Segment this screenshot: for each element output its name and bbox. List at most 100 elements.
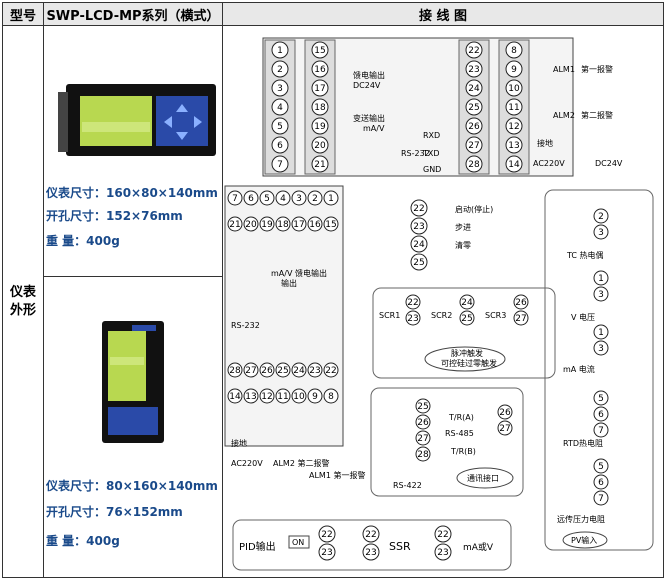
model-a-cutout: 开孔尺寸：152×76mm xyxy=(46,209,183,223)
terminal-13 xyxy=(243,388,259,404)
header-model: SWP-LCD-MP系列（横式） xyxy=(43,2,223,26)
terminal-28 xyxy=(465,155,483,173)
terminal-6 xyxy=(593,406,609,422)
terminal-number: 22 xyxy=(365,530,376,540)
v-feed-out-label: mA/V 馈电输出 xyxy=(271,268,327,278)
terminal-number: 23 xyxy=(437,548,448,558)
terminal-23 xyxy=(434,543,452,561)
terminal-number: 22 xyxy=(468,46,479,56)
terminal-26 xyxy=(497,404,513,420)
terminal-number: 4 xyxy=(280,194,286,204)
terminal-23 xyxy=(362,543,380,561)
terminal-number: 20 xyxy=(245,220,257,230)
alm2-second-label: ALM2 第二报警 xyxy=(273,458,329,468)
terminal-number: 5 xyxy=(598,394,604,404)
terminal-number: 14 xyxy=(508,160,520,170)
side-label-line2: 外形 xyxy=(9,302,36,318)
model-b-size: 仪表尺寸：80×160×140mm xyxy=(46,479,218,493)
terminal-19 xyxy=(259,216,275,232)
model-a-cell: 仪表尺寸：160×80×140mm 开孔尺寸：152×76mm 重 量：400g xyxy=(43,25,223,277)
terminal-number: 27 xyxy=(417,434,428,444)
terminal-number: 15 xyxy=(314,46,325,56)
ssr-label: SSR xyxy=(389,540,411,553)
dc24v-label: DC24V xyxy=(353,81,381,90)
terminal-number: 6 xyxy=(277,141,283,151)
terminal-22 xyxy=(434,525,452,543)
meter-vertical-image xyxy=(102,321,164,443)
terminal-number: 5 xyxy=(264,194,270,204)
terminal-23 xyxy=(465,60,483,78)
terminal-8 xyxy=(505,41,523,59)
terminal-number: 7 xyxy=(598,494,604,504)
terminal-number: 5 xyxy=(277,122,283,132)
terminal-number: 28 xyxy=(229,366,241,376)
terminal-number: 6 xyxy=(598,478,604,488)
out-label: 输出 xyxy=(281,278,297,288)
terminal-number: 9 xyxy=(312,392,318,402)
terminal-25 xyxy=(275,362,291,378)
terminal-number: 27 xyxy=(468,141,479,151)
on-label: ON xyxy=(292,538,304,547)
terminal-number: 5 xyxy=(598,462,604,472)
terminal-27 xyxy=(513,310,529,326)
terminal-number: 8 xyxy=(328,392,334,402)
transmit-output-label: 变送输出 xyxy=(353,113,385,123)
terminal-number: 25 xyxy=(277,366,288,376)
terminal-22 xyxy=(362,525,380,543)
terminal-27 xyxy=(243,362,259,378)
terminal-24 xyxy=(459,294,475,310)
rs232-label: RS-232 xyxy=(401,149,430,158)
terminal-number: 23 xyxy=(365,548,376,558)
terminal-28 xyxy=(415,446,431,462)
terminal-number: 23 xyxy=(407,314,418,324)
terminal-10 xyxy=(291,388,307,404)
terminal-25 xyxy=(465,98,483,116)
terminal-22 xyxy=(318,525,336,543)
terminal-number: 1 xyxy=(277,46,283,56)
terminal-number: 22 xyxy=(325,366,336,376)
terminal-number: 25 xyxy=(468,103,479,113)
terminal-number: 26 xyxy=(261,366,273,376)
tc-label: TC 热电偶 xyxy=(566,250,604,260)
terminal-number: 23 xyxy=(321,548,332,558)
alm1-text: 第一报警 xyxy=(581,64,613,74)
terminal-12 xyxy=(505,117,523,135)
terminal-5 xyxy=(259,190,275,206)
tr-a-label: T/R(A) xyxy=(448,413,474,422)
terminal-number: 21 xyxy=(229,220,240,230)
terminal-number: 25 xyxy=(461,314,472,324)
terminal-number: 24 xyxy=(413,240,425,250)
terminal-11 xyxy=(505,98,523,116)
terminal-2 xyxy=(307,190,323,206)
terminal-number: 7 xyxy=(232,194,238,204)
terminal-23 xyxy=(410,217,428,235)
wiring-diagram: 1234567151617181920212223242526272889101… xyxy=(224,37,654,571)
terminal-number: 3 xyxy=(296,194,302,204)
terminal-1 xyxy=(593,270,609,286)
side-label-line1: 仪表 xyxy=(9,284,36,300)
rs485-label: RS-485 xyxy=(445,429,474,438)
model-b-weight: 重 量：400g xyxy=(46,534,120,548)
terminal-number: 6 xyxy=(248,194,254,204)
terminal-number: 10 xyxy=(508,84,520,94)
terminal-5 xyxy=(271,117,289,135)
clear-label: 清零 xyxy=(455,240,471,250)
terminal-26 xyxy=(259,362,275,378)
dc24v-small-label: DC24V xyxy=(595,159,623,168)
rs232-label-2: RS-232 xyxy=(231,321,260,330)
zero-cross-label: 可控硅过零触发 xyxy=(441,358,497,368)
terminal-15 xyxy=(311,41,329,59)
rtd-label: RTD热电阻 xyxy=(563,438,603,448)
ac220v-label: AC220V xyxy=(533,159,565,168)
pv-input-label: PV输入 xyxy=(571,535,597,545)
terminal-number: 24 xyxy=(293,366,305,376)
terminal-number: 9 xyxy=(511,65,517,75)
terminal-number: 26 xyxy=(468,122,480,132)
